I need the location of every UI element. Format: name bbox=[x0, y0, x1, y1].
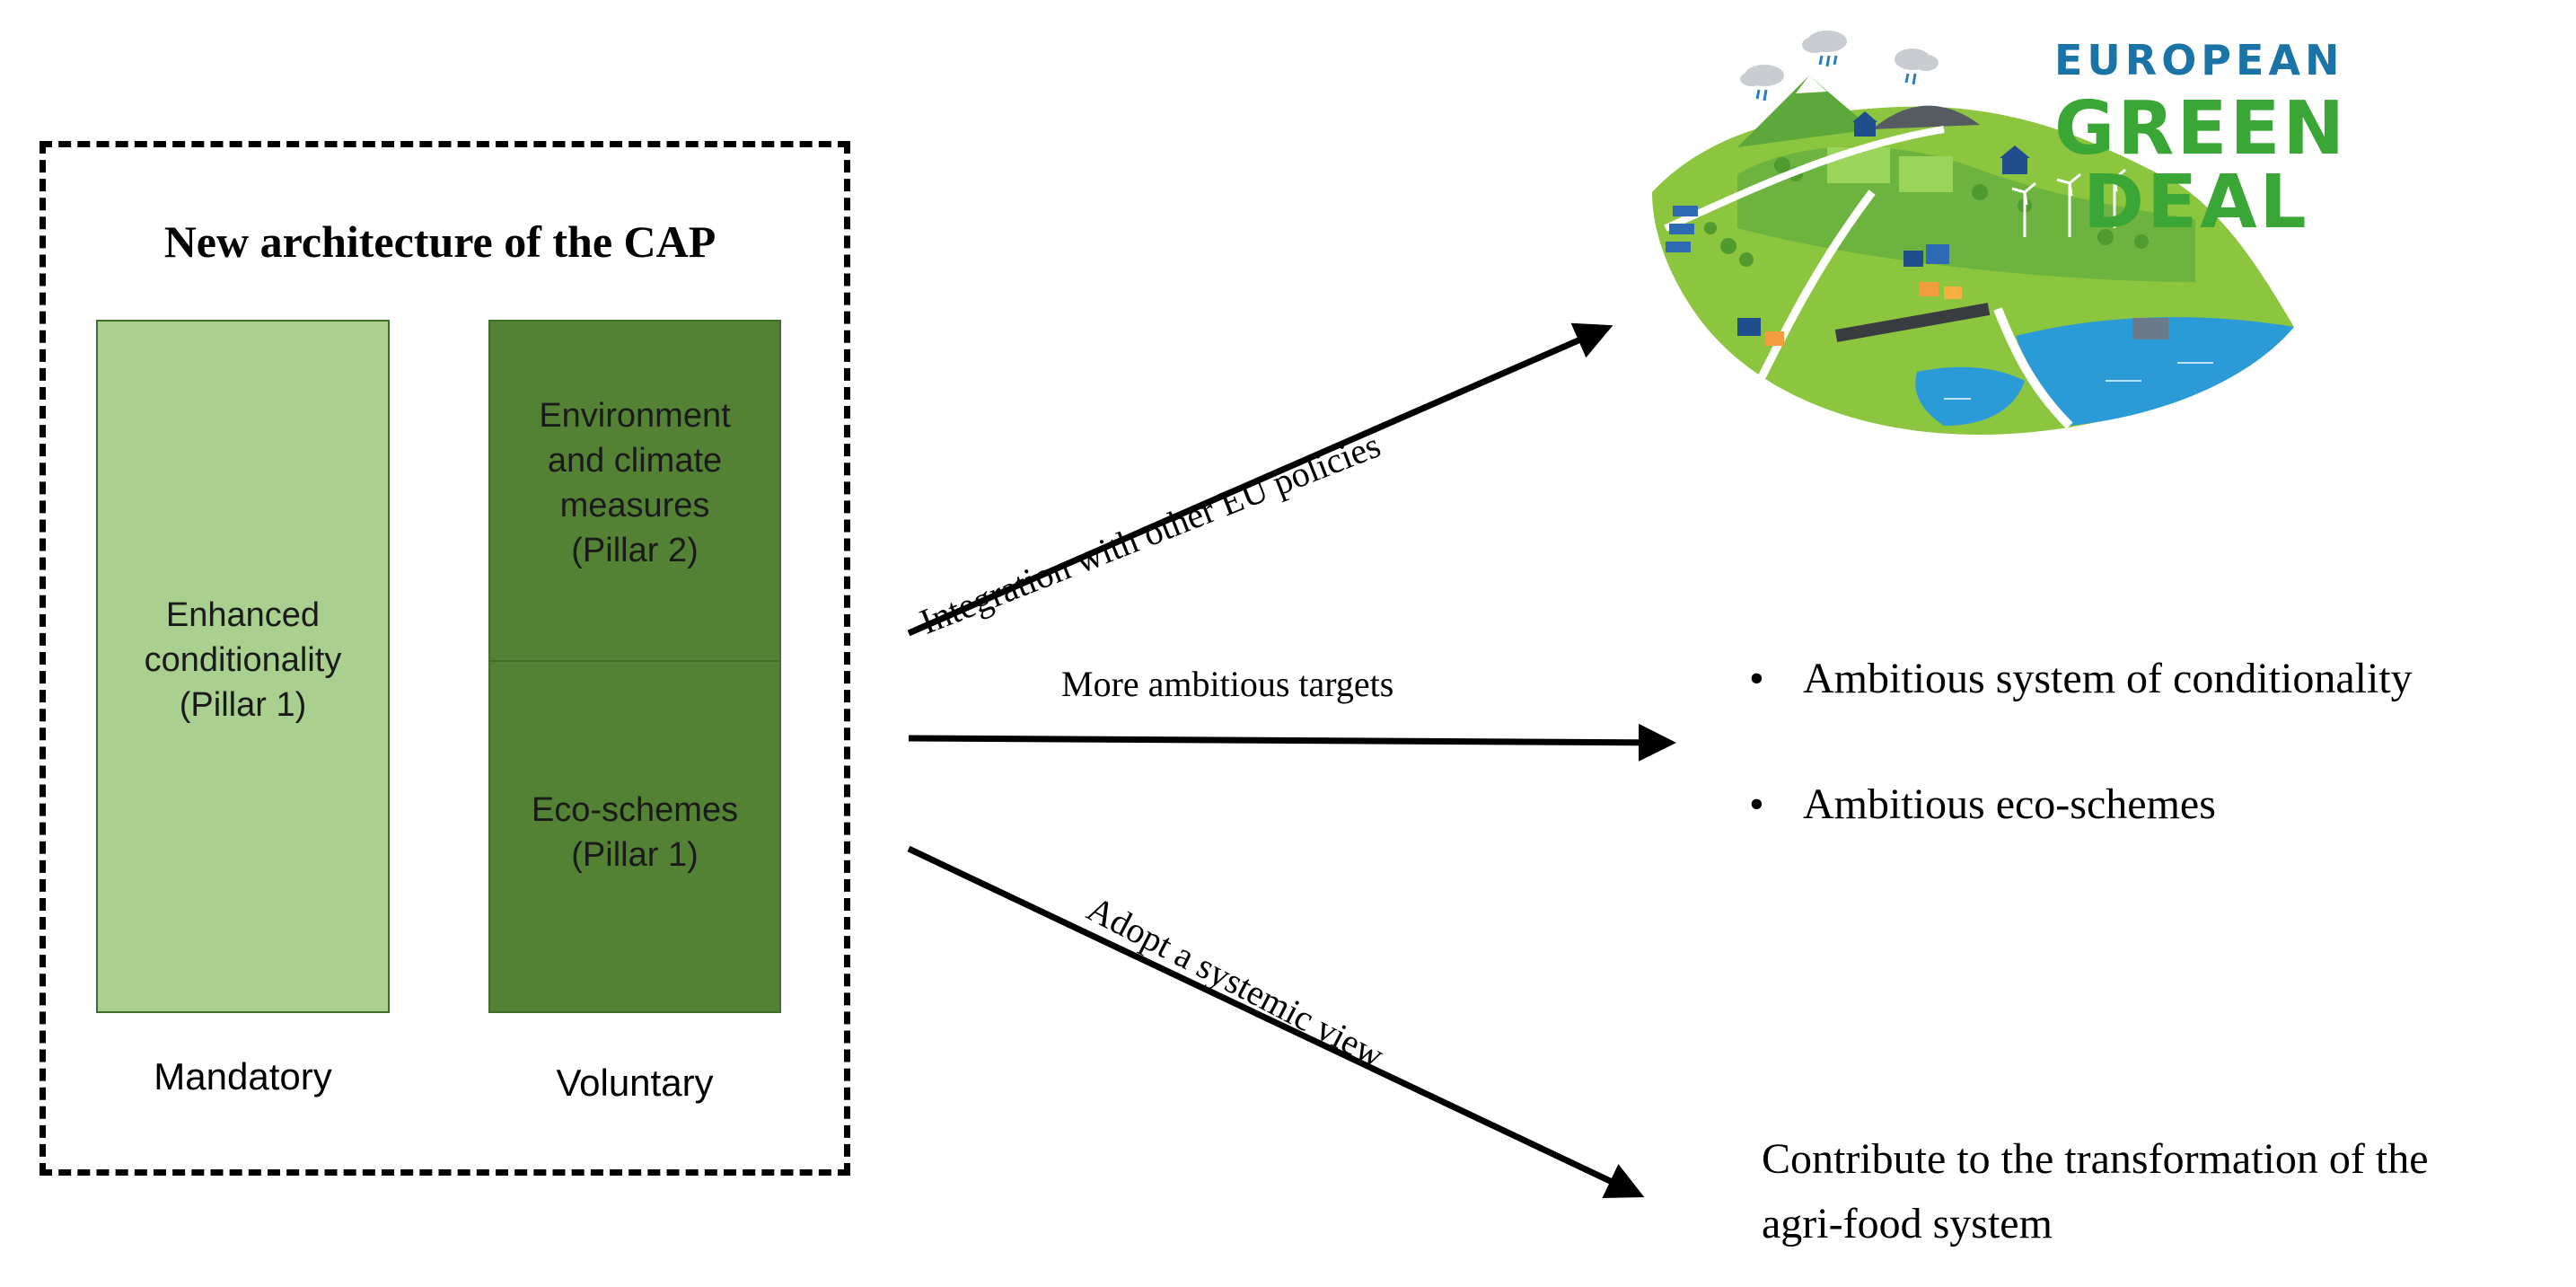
voluntary-caption: Voluntary bbox=[556, 1062, 714, 1104]
target-bullet: • Ambitious eco-schemes bbox=[1749, 780, 2216, 829]
enhanced-conditionality-label: Enhanced conditionality (Pillar 1) bbox=[144, 596, 342, 724]
target-bullet: • Ambitious system of conditionality bbox=[1749, 654, 2413, 703]
mandatory-caption: Mandatory bbox=[154, 1055, 332, 1097]
cap-title: New architecture of the CAP bbox=[163, 216, 717, 267]
logo-word-european: EUROPEAN bbox=[2054, 36, 2344, 84]
cap-dashed-frame bbox=[40, 141, 850, 1176]
target-bullet-text: Ambitious eco-schemes bbox=[1803, 780, 2216, 828]
outcome-line-1: Contribute to the transformation of the bbox=[1762, 1135, 2429, 1183]
integration-arrow bbox=[907, 322, 1613, 637]
outcome-text: Contribute to the transformation of the … bbox=[1762, 1127, 2429, 1256]
environment-climate-measures-box: Environment and climate measures (Pillar… bbox=[488, 320, 781, 661]
enhanced-conditionality-box: Enhanced conditionality (Pillar 1) bbox=[96, 320, 390, 1013]
bullet-dot-icon: • bbox=[1749, 655, 1764, 702]
outcome-line-2: agri-food system bbox=[1762, 1200, 2053, 1247]
targets-arrow bbox=[908, 723, 1676, 762]
systemic-arrow bbox=[907, 845, 1645, 1198]
targets-arrow-label: More ambitious targets bbox=[1061, 664, 1394, 704]
bullet-dot-icon: • bbox=[1749, 780, 1764, 828]
eco-schemes-box: Eco-schemes (Pillar 1) bbox=[488, 661, 781, 1013]
eco-schemes-label: Eco-schemes (Pillar 1) bbox=[531, 791, 739, 874]
logo-word-green: GREEN bbox=[2054, 86, 2348, 172]
environment-climate-measures-label: Environment and climate measures (Pillar… bbox=[539, 397, 731, 569]
target-bullet-text: Ambitious system of conditionality bbox=[1803, 655, 2413, 702]
logo-word-deal: DEAL bbox=[2083, 160, 2309, 245]
green-deal-leaf-illustration bbox=[1652, 31, 2294, 436]
